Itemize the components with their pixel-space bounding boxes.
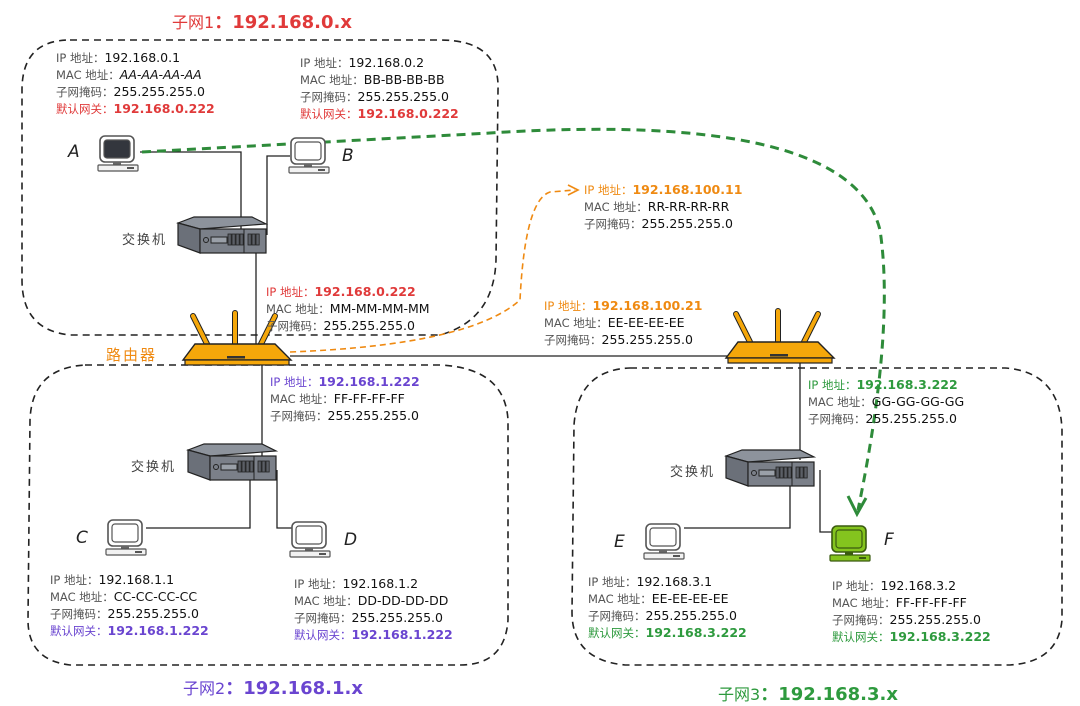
host-e-info: IP 地址：192.168.3.1 MAC 地址：EE-EE-EE-EE 子网掩… [588, 574, 747, 640]
host-b-label: B [342, 146, 354, 166]
host-b-info: IP 地址：192.168.0.2 MAC 地址：BB-BB-BB-BB 子网掩… [300, 55, 459, 121]
switch-subnet1-label: 交换机 [122, 233, 168, 248]
host-a-computer-icon[interactable] [97, 135, 139, 172]
host-e-computer-icon[interactable] [643, 523, 685, 560]
host-f-info: IP 地址：192.168.3.2 MAC 地址：FF-FF-FF-FF 子网掩… [832, 578, 991, 644]
host-c-computer-icon[interactable] [105, 519, 147, 556]
host-f-computer-icon[interactable] [829, 525, 871, 562]
router1-label: 路由器 [106, 346, 158, 364]
host-b-computer-icon[interactable] [288, 137, 330, 174]
router2-wan-interface-info: IP 地址：192.168.100.21 MAC 地址：EE-EE-EE-EE … [544, 298, 703, 347]
subnet2-boundary [27, 364, 509, 666]
path-arrow-a-to-f [141, 127, 886, 511]
host-a-label: A [68, 142, 80, 162]
router2-subnet3-interface-info: IP 地址：192.168.3.222 MAC 地址：GG-GG-GG-GG 子… [808, 377, 965, 426]
host-d-info: IP 地址：192.168.1.2 MAC 地址：DD-DD-DD-DD 子网掩… [294, 576, 453, 642]
switch-subnet2-label: 交换机 [131, 460, 177, 475]
switch-subnet3-label: 交换机 [670, 465, 716, 480]
router2-icon[interactable] [726, 311, 834, 363]
subnet1-title: 子网1：192.168.0.x [172, 12, 352, 33]
router1-subnet1-interface-info: IP 地址：192.168.0.222 MAC 地址：MM-MM-MM-MM 子… [266, 284, 430, 333]
wan-link-arrow [289, 189, 576, 353]
arrowhead-orange [567, 184, 580, 196]
switch-subnet2-icon[interactable] [187, 443, 277, 481]
switch-subnet3-icon[interactable] [725, 449, 815, 487]
host-d-computer-icon[interactable] [289, 521, 331, 558]
host-a-info: IP 地址：192.168.0.1 MAC 地址：AA-AA-AA-AA 子网掩… [56, 50, 215, 116]
host-c-label: C [76, 528, 88, 548]
subnet3-title: 子网3：192.168.3.x [718, 684, 898, 705]
subnet3-boundary [571, 367, 1063, 666]
host-e-label: E [614, 532, 625, 552]
cables [140, 151, 837, 533]
subnet2-title: 子网2：192.168.1.x [183, 678, 363, 699]
host-c-info: IP 地址：192.168.1.1 MAC 地址：CC-CC-CC-CC 子网掩… [50, 572, 209, 638]
router1-wan-interface-info: IP 地址：192.168.100.11 MAC 地址：RR-RR-RR-RR … [584, 182, 743, 231]
arrowhead-green [846, 495, 868, 518]
switch-subnet1-icon[interactable] [177, 216, 267, 254]
router1-subnet2-interface-info: IP 地址：192.168.1.222 MAC 地址：FF-FF-FF-FF 子… [270, 374, 420, 423]
host-d-label: D [344, 530, 358, 550]
host-f-label: F [884, 530, 894, 550]
